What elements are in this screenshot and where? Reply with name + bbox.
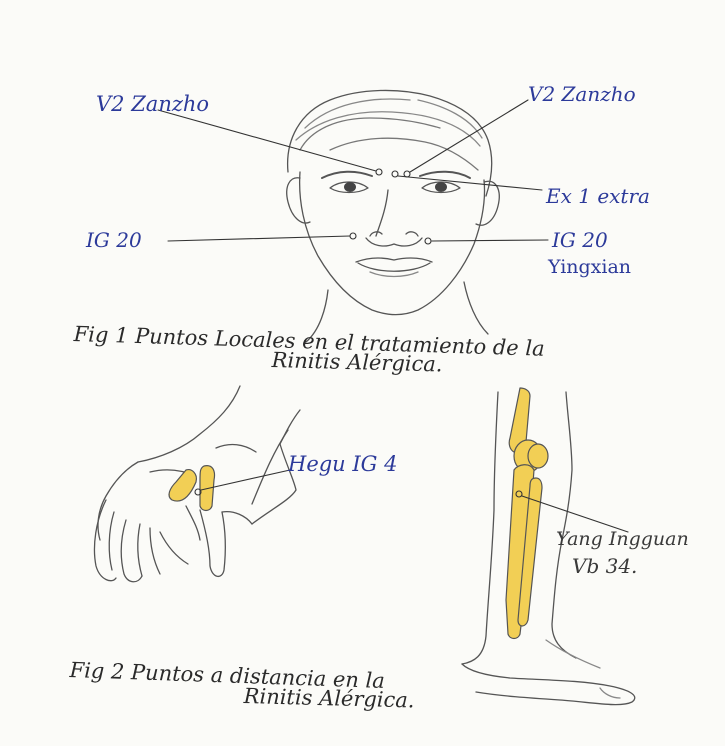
label-v2-zanzho-left: V2 Zanzho (96, 94, 209, 115)
face-drawing (287, 90, 499, 342)
fig1-caption-line2: Rinitis Alérgica. (271, 350, 442, 375)
leg-bones (506, 388, 548, 639)
label-ig20-left: IG 20 (86, 230, 142, 250)
fig2-caption-line2: Rinitis Alérgica. (243, 686, 414, 711)
label-v2-zanzho-right: V2 Zanzho (528, 84, 636, 104)
label-yingxian: Yingxian (548, 258, 631, 277)
label-yang-ingguan: Yang Ingguan (556, 530, 689, 549)
hand-drawing (94, 386, 300, 582)
label-ig20-right: IG 20 (552, 230, 608, 250)
label-vb34: Vb 34. (572, 556, 637, 576)
label-hegu-ig4: Hegu IG 4 (288, 454, 398, 475)
label-ex1-extra: Ex 1 extra (546, 186, 650, 206)
